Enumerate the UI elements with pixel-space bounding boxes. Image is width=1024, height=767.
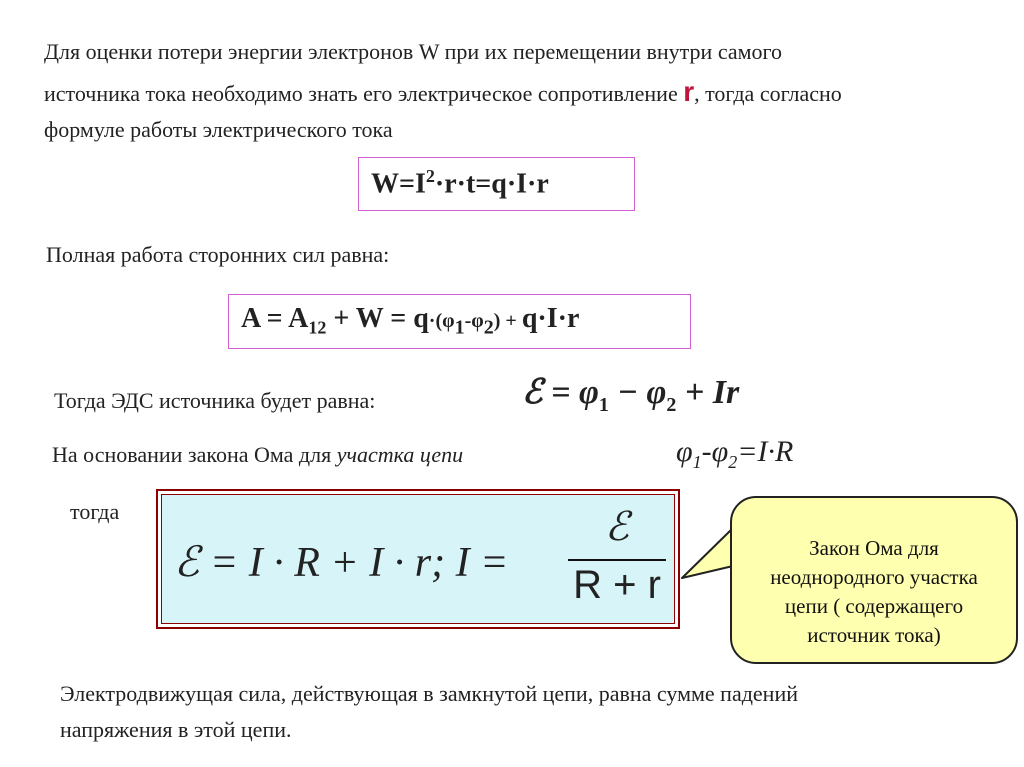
intro-line-2: источника тока необходимо знать его элек… xyxy=(44,74,994,112)
ohm-part-c: =I·R xyxy=(737,435,794,468)
emf-sub-2: 2 xyxy=(666,393,677,416)
callout-bubble: Закон Ома для неоднородного участка цепи… xyxy=(730,496,1018,664)
emf-text: Тогда ЭДС источника будет равна: xyxy=(54,388,376,413)
callout-line-4: источник тока) xyxy=(807,623,941,647)
ohm-part-b: -φ xyxy=(701,435,729,468)
full-work-formula: A = A12 + W = q·(φ1-φ2) + q·I·r xyxy=(241,303,579,340)
full-work-sub-12: 12 xyxy=(308,317,327,338)
ohm-law-text-b: участка цепи xyxy=(336,442,464,467)
emf-part-b: − φ xyxy=(608,374,667,411)
ohm-law-text: На основании закона Ома для участка цепи xyxy=(52,437,463,473)
intro-line-2b: , тогда согласно xyxy=(694,81,842,106)
full-work-sub-2: 2 xyxy=(483,316,494,339)
full-work-part-f: q·I·r xyxy=(521,303,580,334)
then-text: тогда xyxy=(70,499,120,524)
current-fraction: ℰ R + r xyxy=(562,503,672,608)
ohm-part-a: φ xyxy=(676,435,693,468)
conclusion-paragraph: Электродвижущая сила, действующая в замк… xyxy=(60,676,980,748)
emf-part-a: ℰ = φ xyxy=(522,374,599,411)
callout-line-1: Закон Ома для xyxy=(809,536,939,560)
full-work-sub-1: 1 xyxy=(454,316,465,339)
intro-paragraph: Для оценки потери энергии электронов W п… xyxy=(44,34,994,148)
callout-tail xyxy=(681,527,735,579)
work-formula-box: W=I2·r·t=q·I·r xyxy=(358,157,635,211)
resistance-symbol: r xyxy=(683,76,695,107)
callout-line-3: цепи ( содержащего xyxy=(784,594,964,618)
full-work-formula-box: A = A12 + W = q·(φ1-φ2) + q·I·r xyxy=(228,294,691,349)
emf-part-c: + Ir xyxy=(676,374,740,411)
work-formula-part-b: ·r·t=q·I·r xyxy=(434,168,549,200)
ohm-sub-1: 1 xyxy=(692,452,702,472)
callout-line-2: неоднородного участка xyxy=(770,565,978,589)
emf-sub-1: 1 xyxy=(598,393,609,416)
fraction-denominator: R + r xyxy=(573,563,661,607)
ohm-formula: φ1-φ2=I·R xyxy=(676,435,793,473)
fraction-numerator: ℰ xyxy=(604,504,630,549)
callout-text: Закон Ома для неоднородного участка цепи… xyxy=(732,534,1016,650)
work-formula-part-a: W=I xyxy=(371,168,426,200)
ohm-sub-2: 2 xyxy=(728,452,738,472)
ohm-law-text-a: На основании закона Ома для xyxy=(52,442,337,467)
ohm-full-circuit-formula: ℰ = I · R + I · r; I = xyxy=(174,540,509,586)
full-work-part-b: + W = q xyxy=(326,303,429,334)
emf-formula: ℰ = φ1 − φ2 + Ir xyxy=(522,372,739,417)
conclusion-line-2: напряжения в этой цепи. xyxy=(60,717,292,742)
ohm-full-circuit-inner: ℰ = I · R + I · r; I = ℰ R + r xyxy=(161,494,675,624)
conclusion-line-1: Электродвижущая сила, действующая в замк… xyxy=(60,681,798,706)
ohm-full-circuit-box: ℰ = I · R + I · r; I = ℰ R + r xyxy=(156,489,680,629)
intro-line-1: Для оценки потери энергии электронов W п… xyxy=(44,39,783,64)
full-work-part-c: ·(φ xyxy=(428,310,455,332)
full-work-part-d: -φ xyxy=(464,310,484,332)
work-formula-exponent: 2 xyxy=(425,166,435,186)
work-formula: W=I2·r·t=q·I·r xyxy=(371,166,549,200)
full-work-part-e: ) + xyxy=(493,310,522,332)
full-work-text: Полная работа сторонних сил равна: xyxy=(46,242,390,267)
fraction-bar xyxy=(568,559,666,561)
intro-line-3: формуле работы электрического тока xyxy=(44,117,393,142)
full-work-part-a: A = A xyxy=(241,303,309,334)
intro-line-2a: источника тока необходимо знать его элек… xyxy=(44,81,684,106)
